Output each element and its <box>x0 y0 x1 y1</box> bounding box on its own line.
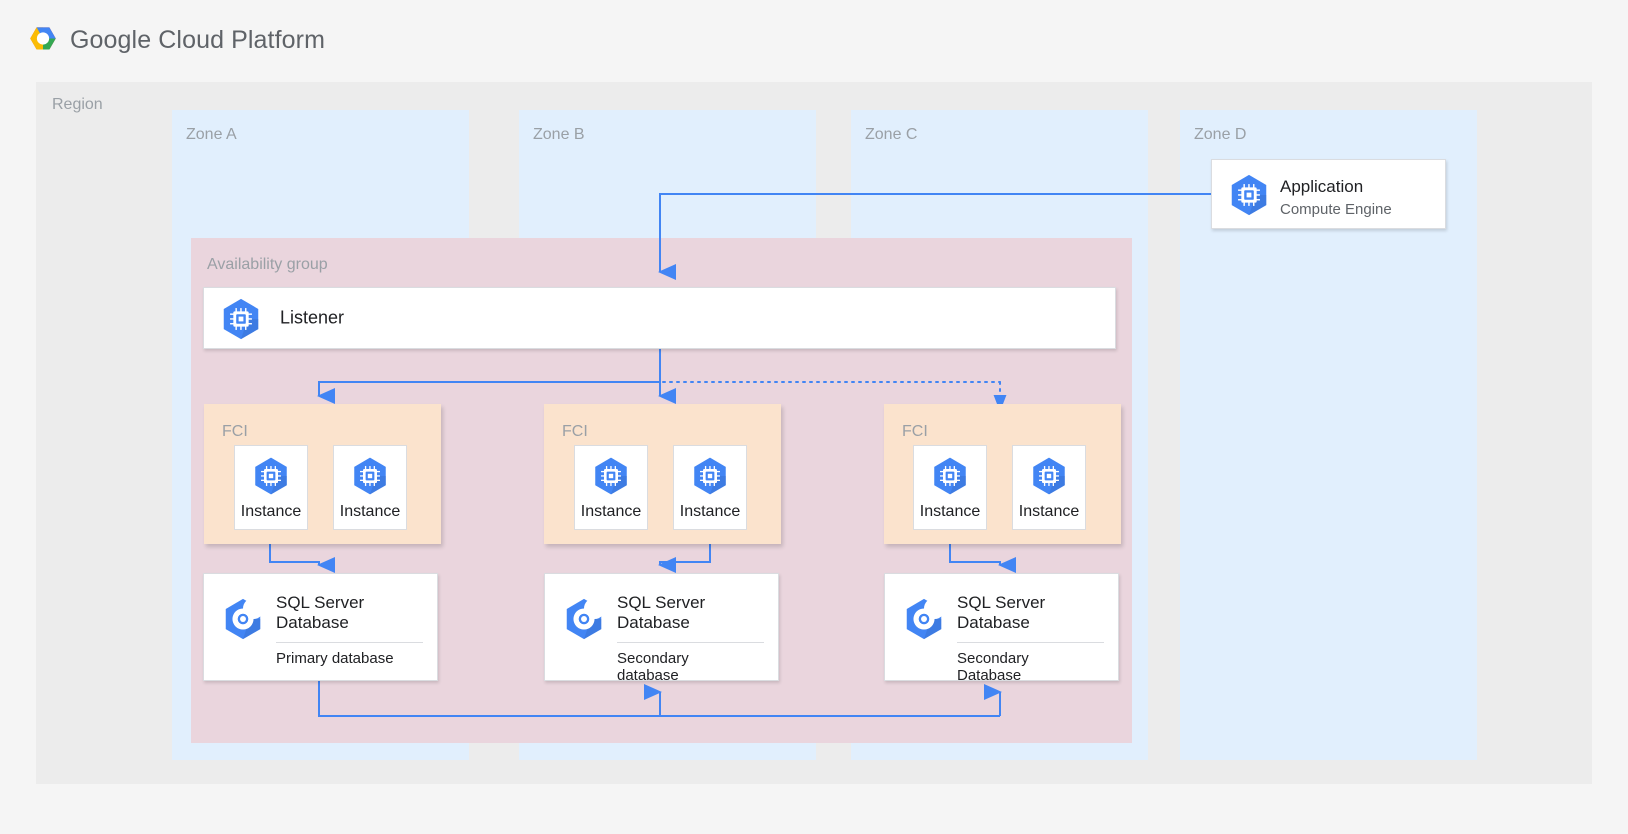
sql-database-card-primary[interactable]: SQL Server Database Primary database <box>203 573 438 681</box>
sql-database-card-secondary-b[interactable]: SQL Server Database Secondary database <box>544 573 779 684</box>
availability-group-label: Availability group <box>207 256 328 273</box>
instance-card-a1[interactable]: Instance <box>234 445 308 530</box>
sql-title: SQL Server Database <box>957 593 1046 632</box>
page-header: Google Cloud Platform <box>0 0 1628 82</box>
instance-label: Instance <box>1018 503 1080 520</box>
instance-card-b1[interactable]: Instance <box>574 445 648 530</box>
instance-card-a2[interactable]: Instance <box>333 445 407 530</box>
brand-title: Google Cloud Platform <box>70 26 326 54</box>
google-cloud-logo-icon <box>30 27 56 50</box>
compute-engine-icon <box>694 457 726 495</box>
fci-a-label: FCI <box>222 423 248 440</box>
fci-b-label: FCI <box>562 423 588 440</box>
sql-server-database-icon <box>566 597 606 640</box>
compute-engine-icon <box>354 457 386 495</box>
instance-label: Instance <box>339 503 401 520</box>
sql-role: Secondary Database <box>957 650 1029 684</box>
application-card[interactable]: Application Compute Engine <box>1211 159 1446 229</box>
compute-engine-icon <box>934 457 966 495</box>
instance-label: Instance <box>679 503 741 520</box>
zone-a-label: Zone A <box>186 126 237 143</box>
sql-server-database-icon <box>225 597 265 640</box>
application-subtitle: Compute Engine <box>1280 201 1392 218</box>
application-title: Application <box>1280 177 1364 196</box>
divider <box>276 642 423 643</box>
instance-card-c2[interactable]: Instance <box>1012 445 1086 530</box>
sql-server-database-icon <box>906 597 946 640</box>
listener-card[interactable]: Listener <box>203 287 1116 349</box>
divider <box>957 642 1104 643</box>
instance-card-c1[interactable]: Instance <box>913 445 987 530</box>
compute-engine-icon <box>595 457 627 495</box>
listener-label: Listener <box>280 307 345 328</box>
zone-c-label: Zone C <box>865 126 918 143</box>
zone-b-label: Zone B <box>533 126 585 143</box>
compute-engine-icon <box>255 457 287 495</box>
zone-d-label: Zone D <box>1194 126 1247 143</box>
instance-card-b2[interactable]: Instance <box>673 445 747 530</box>
fci-c-label: FCI <box>902 423 928 440</box>
instance-label: Instance <box>240 503 302 520</box>
compute-engine-icon <box>1033 457 1065 495</box>
region-label: Region <box>52 96 103 113</box>
instance-label: Instance <box>919 503 981 520</box>
sql-role: Secondary database <box>617 650 689 684</box>
sql-database-card-secondary-c[interactable]: SQL Server Database Secondary Database <box>884 573 1119 684</box>
sql-title: SQL Server Database <box>617 593 706 632</box>
compute-engine-icon <box>223 298 259 340</box>
sql-title: SQL Server Database <box>276 593 365 632</box>
instance-label: Instance <box>580 503 642 520</box>
sql-role: Primary database <box>276 650 394 667</box>
divider <box>617 642 764 643</box>
compute-engine-icon <box>1231 174 1267 216</box>
